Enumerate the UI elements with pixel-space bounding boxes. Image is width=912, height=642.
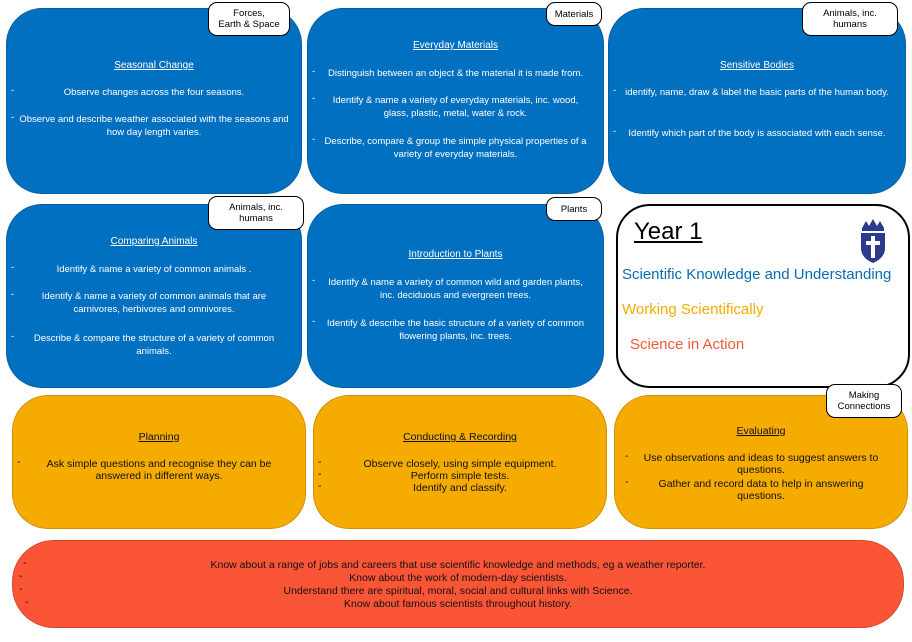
tag-making-connections: Making Connections [826, 384, 902, 418]
list-item: -Observe closely, using simple equipment… [318, 456, 557, 470]
card-title: Seasonal Change [114, 60, 194, 71]
key-science-in-action: Science in Action [630, 336, 745, 353]
list-item: -Perform simple tests. [318, 468, 510, 482]
tag-forces-earth-space: Forces, Earth & Space [208, 2, 290, 36]
list-item: -Know about a range of jobs and careers … [23, 557, 706, 571]
list-item: -Identify and classify. [318, 480, 507, 494]
card-comparing-animals: Comparing Animals -Identify & name a var… [6, 204, 302, 388]
card-science-in-action: -Know about a range of jobs and careers … [12, 540, 904, 628]
list-item: -Identify & name a variety of common ani… [11, 262, 252, 275]
list-item: -Observe and describe weather associated… [11, 112, 289, 138]
list-item: -Identify & name a variety of common ani… [11, 289, 267, 315]
card-title: Planning [138, 431, 180, 443]
list-item: -Describe, compare & group the simple ph… [312, 134, 587, 160]
list-item: -Describe & compare the structure of a v… [11, 331, 275, 357]
year-title: Year 1 [634, 218, 703, 245]
card-planning: Planning -Ask simple questions and recog… [12, 395, 306, 529]
card-everyday-materials: Everyday Materials -Distinguish between … [307, 8, 604, 194]
tag-plants: Plants [546, 197, 602, 221]
list-item: -Distinguish between an object & the mat… [312, 66, 584, 79]
tag-animals-inc-humans: Animals, inc. humans [802, 2, 898, 36]
list-item: -Understand there are spiritual, moral, … [19, 583, 633, 597]
card-seasonal-change: Seasonal Change -Observe changes across … [6, 8, 302, 194]
card-title: Conducting & Recording [403, 431, 517, 443]
list-item: -Ask simple questions and recognise they… [17, 456, 272, 482]
tag-animals-inc-humans: Animals, inc. humans [208, 196, 304, 230]
shield-cross-crest-icon [861, 219, 885, 263]
card-sensitive-bodies: Sensitive Bodies -identify, name, draw &… [608, 8, 906, 194]
list-item: -Know about famous scientists throughout… [25, 596, 572, 610]
list-item: -Use observations and ideas to suggest a… [625, 450, 879, 476]
key-scientific-knowledge: Scientific Knowledge and Understanding [622, 266, 892, 283]
list-item: -Gather and record data to help in answe… [625, 476, 864, 502]
list-item: -Know about the work of modern-day scien… [19, 570, 567, 584]
list-item: -Identify & name a variety of common wil… [312, 275, 583, 301]
list-item: -Identify which part of the body is asso… [613, 126, 886, 139]
key-working-scientifically: Working Scientifically [622, 301, 764, 318]
card-title: Sensitive Bodies [720, 60, 794, 71]
list-item: -Identify & describe the basic structure… [312, 316, 585, 342]
card-title: Evaluating [736, 425, 786, 437]
card-title: Everyday Materials [412, 40, 499, 51]
card-title: Introduction to Plants [408, 249, 503, 260]
card-title: Comparing Animals [110, 236, 198, 247]
list-item: -Observe changes across the four seasons… [11, 85, 245, 98]
card-introduction-to-plants: Introduction to Plants -Identify & name … [307, 204, 604, 388]
tag-materials: Materials [546, 2, 602, 26]
card-conducting-recording: Conducting & Recording -Observe closely,… [313, 395, 607, 529]
list-item: -Identify & name a variety of everyday m… [312, 93, 579, 119]
list-item: -identify, name, draw & label the basic … [613, 85, 889, 98]
year-key-card: Year 1 Scientific Knowledge and Understa… [616, 204, 910, 388]
